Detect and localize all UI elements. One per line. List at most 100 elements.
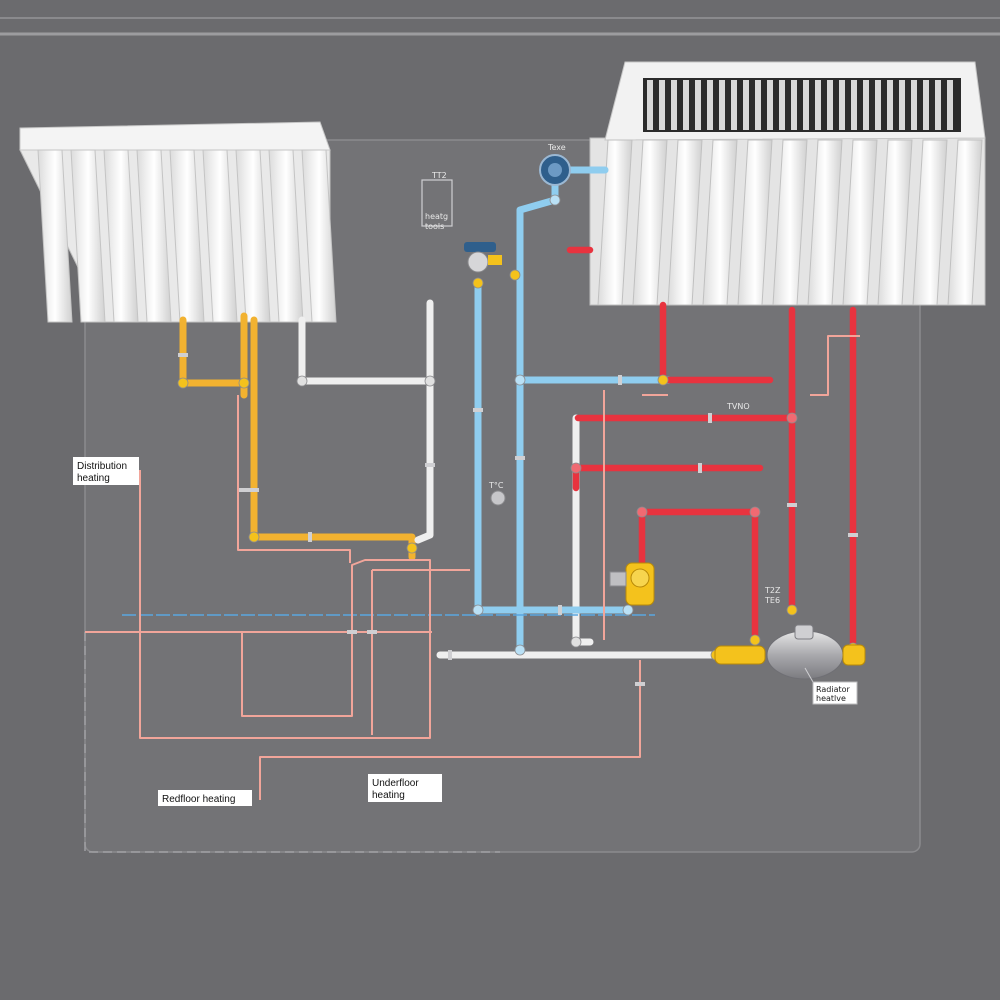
tag-top-center: Texe [547, 143, 566, 152]
radiator-fin [772, 139, 808, 306]
radiator-fin [103, 149, 139, 323]
radiator-fin [169, 149, 205, 323]
grille-bar [935, 80, 941, 130]
grille-bar [755, 80, 761, 130]
gauge-small-icon [490, 490, 506, 506]
pipe-joint [636, 506, 648, 518]
pipe-clip [698, 463, 702, 473]
pipe-joint [570, 462, 582, 474]
pipe-clip [848, 533, 858, 537]
top-wall-line [0, 17, 1000, 36]
radiator-right-icon [589, 61, 986, 306]
pipe-joint [509, 269, 521, 281]
radiator-fin [667, 139, 703, 306]
grille-bar [863, 80, 869, 130]
pipe-joint [424, 375, 436, 387]
radiator-fin [70, 149, 106, 323]
radiator-fin [912, 139, 948, 306]
pipe-joint [472, 277, 484, 289]
pipe-joint [622, 604, 634, 616]
distribution-heating-label: Distribution heating [73, 457, 139, 485]
pipe-joint [514, 644, 526, 656]
pipe-clip [347, 630, 357, 634]
radiator-fin [301, 149, 337, 323]
thermostatic-valve-icon [464, 242, 502, 273]
pipe-clip [367, 630, 377, 634]
radiator-fin [597, 139, 633, 306]
grille-bar [827, 80, 833, 130]
pipe-clip [239, 488, 249, 492]
grille-bar [803, 80, 809, 130]
pipe-joint [657, 374, 669, 386]
grille-bar [647, 80, 653, 130]
grille-bar [671, 80, 677, 130]
grille-bar [947, 80, 953, 130]
valve-box-line2: heatlve [816, 694, 846, 703]
ball-valve-icon [714, 624, 866, 680]
tag-gauge: T°C [488, 481, 504, 490]
pipe-joint [549, 194, 561, 206]
gauge-icon [539, 154, 571, 186]
grille-bar [743, 80, 749, 130]
valve-box-label: Radiator heatlve [804, 667, 858, 705]
pipe-joint [238, 377, 250, 389]
pipe-fittings [177, 194, 859, 686]
grille-bar [719, 80, 725, 130]
grille-bar [887, 80, 893, 130]
pipe-joint [786, 604, 798, 616]
radiator-fin [947, 139, 983, 306]
pipe-clip [515, 456, 525, 460]
radiator-fin [737, 139, 773, 306]
pipe-clip [473, 408, 483, 412]
grille-bar [695, 80, 701, 130]
radiator-fin [807, 139, 843, 306]
pipe-clip [249, 488, 259, 492]
radiator-fin [37, 149, 73, 323]
pipe-clip [635, 682, 645, 686]
pipe-joint [472, 604, 484, 616]
grille-bar [923, 80, 929, 130]
tag-box-line2: tools [425, 222, 444, 231]
radiator-fin [235, 149, 271, 323]
pipe-joint [749, 506, 761, 518]
pipe-clip [178, 353, 188, 357]
radfloor-label-text: Redfloor heating [162, 794, 235, 805]
grille-bar [815, 80, 821, 130]
pipe-joint [786, 412, 798, 424]
underfloor-heating-label: Underfloor heating [368, 774, 442, 802]
radiator-fin [202, 149, 238, 323]
grille-bar [911, 80, 917, 130]
pipe-joint [406, 542, 418, 554]
grille-bar [731, 80, 737, 130]
pipe-clip [448, 650, 452, 660]
distribution-label-line2: heating [77, 473, 110, 484]
tag-box-line1: heatg [425, 212, 448, 221]
pipe-clip [708, 413, 712, 423]
radiator-fin [877, 139, 913, 306]
small-box-icon [421, 179, 453, 227]
grille-bar [707, 80, 713, 130]
grille-bar [851, 80, 857, 130]
tag-right-mid: TVNO [726, 402, 750, 411]
pipe-clip [425, 463, 435, 467]
grille-bar [767, 80, 773, 130]
grille-bar [899, 80, 905, 130]
radiator-left-icon [19, 121, 337, 323]
pipe-joint [177, 377, 189, 389]
radfloor-heating-label: Redfloor heating [158, 790, 252, 806]
pipe-clip [618, 375, 622, 385]
underfloor-label-line2: heating [372, 790, 405, 801]
pipe-clip [308, 532, 312, 542]
pipe-clip [787, 503, 797, 507]
pipe-joint [248, 531, 260, 543]
distribution-label-line1: Distribution [77, 461, 127, 472]
valve-box-line1: Radiator [816, 685, 851, 694]
radiator-fin [842, 139, 878, 306]
tag-valve-line1: T2Z [764, 586, 781, 595]
grille-bar [659, 80, 665, 130]
tag-top-left: TT2 [431, 171, 447, 180]
radiator-fin [136, 149, 172, 323]
pipe-joint [296, 375, 308, 387]
pipe-joint [514, 374, 526, 386]
